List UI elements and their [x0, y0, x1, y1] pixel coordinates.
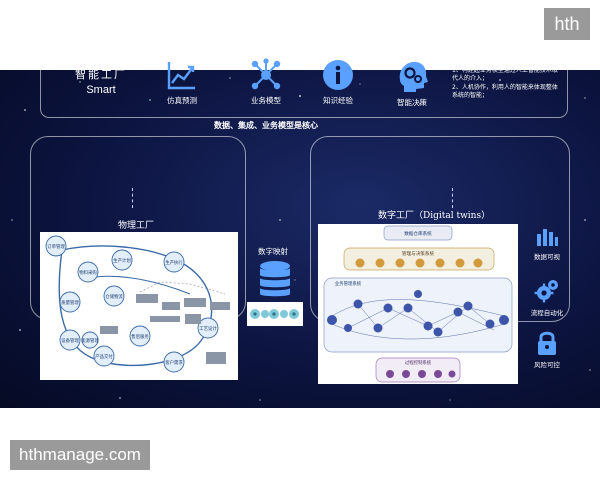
node-label: 客户需求: [165, 359, 183, 366]
side-feature-risk: 风险可控: [526, 330, 568, 369]
intelligence-notes: 智能化特征： 1、构建起业务模型通过人工智能技术取代人的介入； 2、人机协作，利…: [452, 58, 562, 101]
center-label: 数据、集成、业务模型是核心: [214, 121, 318, 130]
watermark-bottom: hthmanage.com: [10, 440, 150, 470]
brain-gear-icon: [399, 61, 428, 92]
physical-factory-title: 物理工厂: [118, 221, 155, 231]
node-label: 生产执行: [165, 259, 183, 266]
node-label: 质量管理: [61, 299, 79, 306]
side-feature-visualization: 数据可视: [526, 224, 568, 261]
node-label: 工艺设计: [199, 325, 217, 332]
node-label: 订单管理: [47, 243, 65, 250]
mapping-thumbnail: [247, 302, 303, 326]
node-label: 能源管理: [81, 337, 99, 344]
node-label: 物料采购: [79, 269, 97, 276]
smart-factory-label: 智能工厂 Smart: [66, 66, 136, 96]
watermark-top: hth: [544, 8, 590, 40]
system-architecture-diagram: 数据仓库系统 管理与决策系统 业务管理系统 过程控制系统: [323, 225, 513, 383]
node-label: 设备管理: [61, 337, 79, 344]
feature-business-model-label: 业务模型: [251, 96, 281, 105]
band-label: 过程控制系统: [405, 359, 432, 366]
feature-knowledge: 知识经验: [308, 58, 368, 106]
digital-mapping-label: 数字映射: [258, 247, 288, 256]
band-label: 业务管理系统: [335, 280, 362, 287]
connector-left: [132, 188, 133, 208]
gears-icon: [534, 280, 558, 303]
node-label: 仓储物流: [105, 293, 123, 300]
connector-right: [452, 188, 453, 208]
page-title: 智能制造的基础是数据、模型与知识: [8, 21, 209, 36]
notes-line-1: 1、构建起业务模型通过人工智能技术取代人的介入；: [452, 66, 558, 83]
side-feature-automation: 流程自动化: [526, 278, 568, 317]
feature-knowledge-label: 知识经验: [323, 96, 353, 105]
smart-factory-en: Smart: [86, 84, 116, 96]
physical-factory-diagram: 订单管理 物料采购 生产计划 生产执行 仓储物流 质量管理 设备管理 产品交付 …: [40, 232, 238, 380]
gear-chain-graphic: [250, 309, 299, 319]
feature-decision: 智能决策: [382, 58, 442, 108]
node-label: 生产计划: [113, 257, 131, 264]
side-feature-risk-label: 风险可控: [534, 361, 560, 369]
network-icon: [251, 58, 281, 90]
node-label: 产品交付: [95, 353, 113, 360]
lock-icon: [538, 331, 556, 355]
node-label: 售后服务: [131, 333, 149, 340]
band-label: 管理与决策系统: [402, 250, 435, 257]
feature-simulation: 仿真预测: [152, 58, 212, 106]
bar-chart-icon: [537, 229, 558, 246]
side-feature-visualization-label: 数据可视: [534, 253, 560, 261]
notes-title: 智能化特征：: [452, 58, 489, 65]
database-icon: [260, 261, 290, 297]
line-chart-icon: [167, 62, 195, 90]
info-icon: [323, 60, 353, 90]
feature-simulation-label: 仿真预测: [167, 96, 197, 105]
starfield-background: [11, 77, 591, 401]
digital-factory-title: 数字工厂（Digital twins）: [378, 211, 491, 221]
digital-twin-diagram: 数据仓库系统 管理与决策系统 业务管理系统 过程控制系统: [318, 224, 518, 384]
notes-line-2: 2、人机协作，利用人的智能来体现整体系统的智能；: [452, 83, 558, 100]
smart-factory-panel: [40, 46, 568, 118]
side-feature-automation-label: 流程自动化: [530, 309, 564, 317]
process-cycle-diagram: 订单管理 物料采购 生产计划 生产执行 仓储物流 质量管理 设备管理 产品交付 …: [45, 235, 230, 373]
band-label: 数据仓库系统: [404, 230, 432, 237]
feature-business-model: 业务模型: [236, 58, 296, 106]
feature-decision-label: 智能决策: [397, 98, 427, 107]
smart-factory-cn: 智能工厂: [75, 68, 127, 81]
